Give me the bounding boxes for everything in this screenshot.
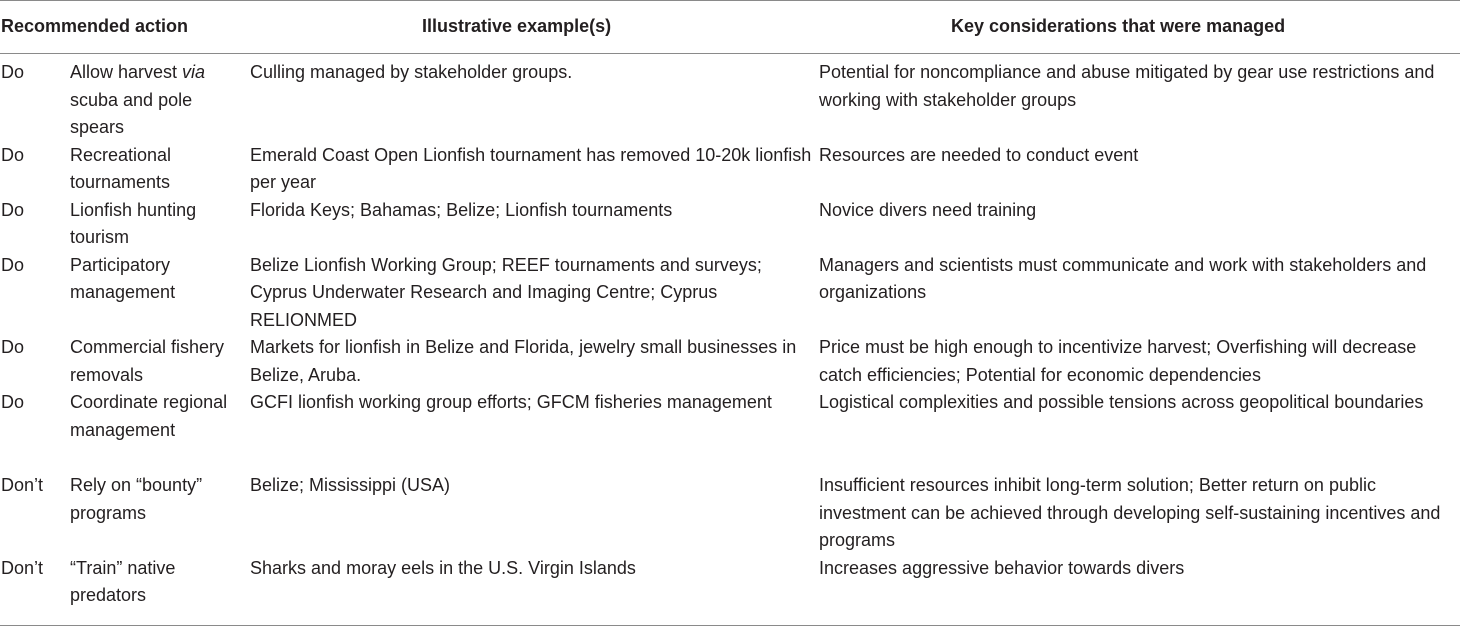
considerations-cell: Resources are needed to conduct event bbox=[819, 144, 1139, 165]
considerations-cell: Potential for noncompliance and abuse mi… bbox=[819, 62, 1435, 110]
table-header: Recommended action Illustrative example(… bbox=[0, 0, 1460, 54]
action-label-cell: Allow harvest via scuba and pole spears bbox=[70, 54, 250, 142]
action-label-cell: Recreational tournaments bbox=[70, 144, 172, 193]
label-italic-text: via bbox=[182, 62, 206, 82]
table-row: Do Participatory management Belize Lionf… bbox=[0, 252, 1460, 335]
header-key-considerations: Key considerations that were managed bbox=[819, 0, 1460, 54]
table-row: Don’t Rely on “bounty” programs Belize; … bbox=[0, 472, 1460, 555]
action-label-cell: Participatory management bbox=[70, 254, 176, 303]
table-row: Do Lionfish hunting tourism Florida Keys… bbox=[0, 197, 1460, 252]
table-row: Do Coordinate regional management GCFI l… bbox=[0, 389, 1460, 472]
table-row: Don’t “Train” native predators Sharks an… bbox=[0, 554, 1460, 626]
table-row: Do Recreational tournaments Emerald Coas… bbox=[0, 142, 1460, 197]
label-text: scuba and pole spears bbox=[70, 89, 193, 138]
action-label-cell: Coordinate regional management bbox=[70, 392, 228, 440]
action-cell: Don’t bbox=[1, 475, 44, 495]
example-cell: Belize; Mississippi (USA) bbox=[250, 475, 451, 495]
action-label-cell: Rely on “bounty” programs bbox=[70, 475, 203, 523]
considerations-cell: Novice divers need training bbox=[819, 199, 1037, 220]
example-cell: Markets for lionfish in Belize and Flori… bbox=[250, 337, 797, 385]
action-cell: Do bbox=[1, 62, 25, 82]
header-recommended-action: Recommended action bbox=[0, 0, 251, 54]
header-illustrative-examples: Illustrative example(s) bbox=[250, 0, 820, 54]
action-cell: Do bbox=[1, 199, 25, 220]
label-text: Allow harvest bbox=[70, 62, 183, 82]
table-row: Do Allow harvest via scuba and pole spea… bbox=[0, 54, 1460, 142]
example-cell: Belize Lionfish Working Group; REEF tour… bbox=[250, 254, 762, 330]
considerations-cell: Logistical complexities and possible ten… bbox=[819, 392, 1424, 412]
table-row: Do Commercial fishery removals Markets f… bbox=[0, 334, 1460, 389]
example-cell: Emerald Coast Open Lionfish tournament h… bbox=[250, 144, 812, 193]
considerations-cell: Increases aggressive behavior towards di… bbox=[819, 554, 1460, 626]
considerations-cell: Managers and scientists must communicate… bbox=[819, 254, 1427, 303]
table-body: Do Allow harvest via scuba and pole spea… bbox=[0, 54, 1460, 626]
action-cell: Do bbox=[1, 337, 25, 357]
action-cell: Do bbox=[1, 392, 25, 412]
considerations-cell: Price must be high enough to incentivize… bbox=[819, 337, 1417, 385]
action-label-cell: Lionfish hunting tourism bbox=[70, 199, 197, 248]
example-cell: GCFI lionfish working group efforts; GFC… bbox=[250, 392, 772, 412]
action-cell: Don’t bbox=[0, 554, 70, 626]
example-cell: Florida Keys; Bahamas; Belize; Lionfish … bbox=[250, 199, 673, 220]
action-cell: Do bbox=[1, 254, 25, 275]
action-label-cell: “Train” native predators bbox=[70, 554, 251, 626]
action-label-cell: Commercial fishery removals bbox=[70, 337, 225, 385]
example-cell: Culling managed by stakeholder groups. bbox=[250, 62, 573, 82]
considerations-cell: Insufficient resources inhibit long-term… bbox=[819, 475, 1441, 550]
example-cell: Sharks and moray eels in the U.S. Virgin… bbox=[250, 554, 820, 626]
action-cell: Do bbox=[1, 144, 25, 165]
header-row: Recommended action Illustrative example(… bbox=[0, 0, 1460, 54]
